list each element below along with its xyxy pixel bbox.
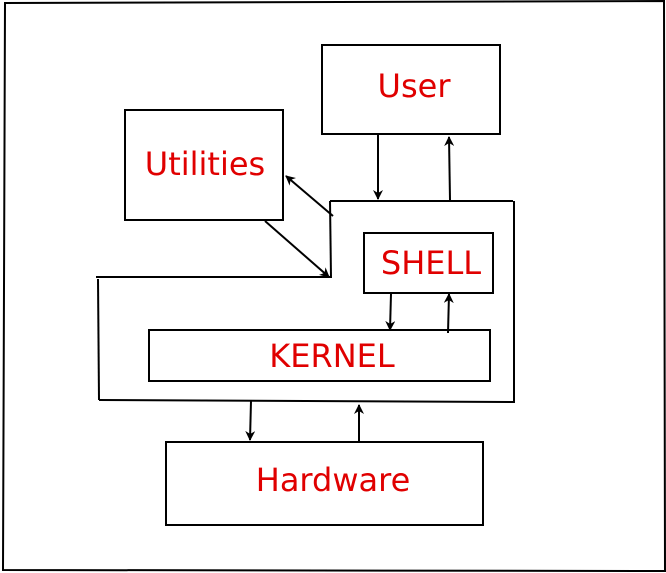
arrow-shell-to-utilities <box>285 175 334 217</box>
user-node: User <box>321 44 501 135</box>
utilities-box <box>124 109 284 221</box>
kernel-region-left <box>97 278 100 401</box>
shell-label: SHELL <box>381 244 481 282</box>
kernel-box <box>148 329 491 382</box>
kernel-node: KERNEL <box>148 329 491 382</box>
arrow-kernel-to-hardware <box>245 400 256 441</box>
hardware-node: Hardware <box>165 441 484 526</box>
kernel-label: KERNEL <box>269 337 395 375</box>
utilities-node: Utilities <box>124 109 284 221</box>
arrow-shell-to-user <box>444 136 455 201</box>
kernel-region-bottom <box>98 399 516 403</box>
user-label: User <box>378 67 452 105</box>
utilities-label: Utilities <box>145 145 265 183</box>
hardware-label: Hardware <box>256 461 411 499</box>
shell-node: SHELL <box>363 232 494 294</box>
hardware-box <box>165 441 484 526</box>
shell-box <box>363 232 494 294</box>
user-box <box>321 44 501 135</box>
arrow-shell-to-kernel <box>385 293 396 331</box>
arrow-utilities-to-kernel-region <box>264 220 330 278</box>
arrow-kernel-to-shell <box>443 293 454 334</box>
